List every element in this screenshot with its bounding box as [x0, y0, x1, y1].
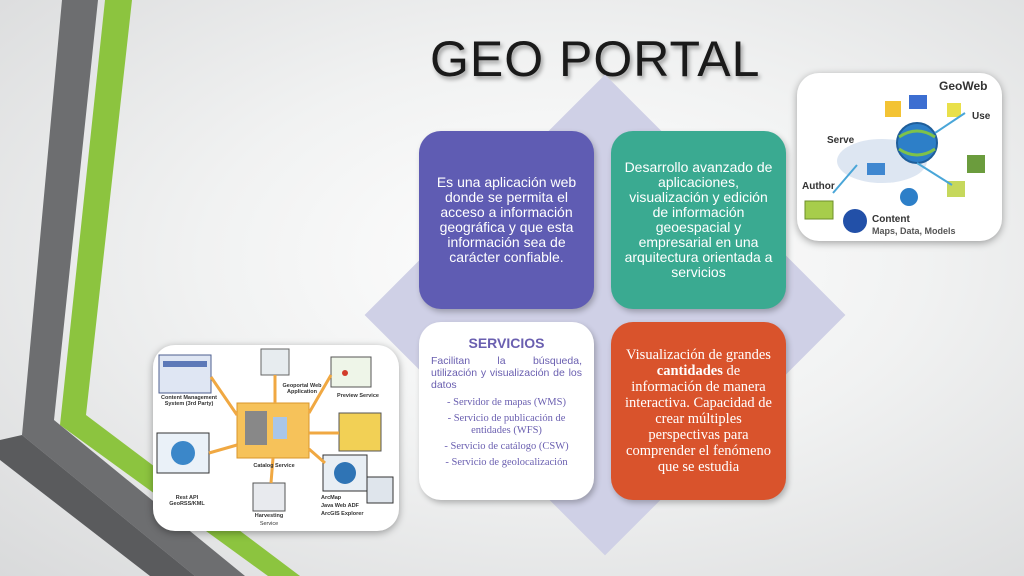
- card-definition-text: Es una aplicación web donde se permita e…: [436, 174, 577, 265]
- device-icon: [947, 103, 961, 117]
- client-item: ArcMap: [321, 495, 342, 501]
- globe-icon: [334, 462, 356, 484]
- services-heading: SERVICIOS: [468, 335, 545, 351]
- card-development: Desarrollo avanzado de aplicaciones, vis…: [611, 131, 786, 309]
- page-title: GEO PORTAL: [430, 31, 761, 87]
- device-icon: [885, 101, 901, 117]
- harvesting-label: Harvesting: [254, 513, 284, 519]
- globe-icon: [896, 122, 938, 164]
- client-item: Java Web ADF: [321, 503, 359, 509]
- globe-icon: [843, 209, 867, 233]
- geoweb-content-label: Content: [872, 214, 910, 225]
- preview-label: Preview Service: [337, 393, 379, 399]
- card-services: SERVICIOS Facilitan la búsqueda, utiliza…: [419, 322, 594, 500]
- geoweb-serve-label: Serve: [827, 135, 855, 146]
- geoweb-author-label: Author: [802, 181, 835, 192]
- device-icon: [804, 200, 834, 220]
- harvesting-sub-label: Service: [259, 521, 279, 527]
- geoportal-app-label: Geoportal Web Application: [282, 383, 322, 395]
- device-icon: [967, 155, 985, 173]
- device-icon: [867, 163, 885, 175]
- card-visualization-text: Visualización de grandes cantidades de i…: [625, 347, 772, 475]
- geoweb-title: GeoWeb: [939, 79, 988, 93]
- cms-label: Content Management System (3rd Party): [161, 395, 217, 407]
- geoweb-diagram: GeoWeb Use Serve Author Content Maps, Da…: [797, 73, 1002, 241]
- globe-icon: [171, 441, 195, 465]
- geoweb-use-label: Use: [972, 111, 991, 122]
- card-definition: Es una aplicación web donde se permita e…: [419, 131, 594, 309]
- service-item: - Servicio de publicación de entidades (…: [447, 413, 566, 436]
- card-development-text: Desarrollo avanzado de aplicaciones, vis…: [624, 159, 773, 280]
- card-visualization: Visualización de grandes cantidades de i…: [611, 322, 786, 500]
- geoweb-content-sub: Maps, Data, Models: [872, 226, 956, 236]
- rest-api-label: Rest API GeoRSS/KML: [169, 495, 205, 507]
- services-description: Facilitan la búsqueda, utilización y vis…: [431, 355, 582, 391]
- service-item: - Servicio de geolocalización: [445, 457, 568, 468]
- architecture-diagram: Content Management System (3rd Party) Ge…: [153, 345, 399, 531]
- service-item: - Servicio de catálogo (CSW): [444, 441, 569, 452]
- client-item: ArcGIS Explorer: [321, 511, 364, 517]
- device-icon: [909, 95, 927, 109]
- globe-icon: [900, 188, 918, 206]
- catalog-label: Catalog Service: [253, 463, 295, 469]
- service-item: - Servidor de mapas (WMS): [447, 397, 566, 408]
